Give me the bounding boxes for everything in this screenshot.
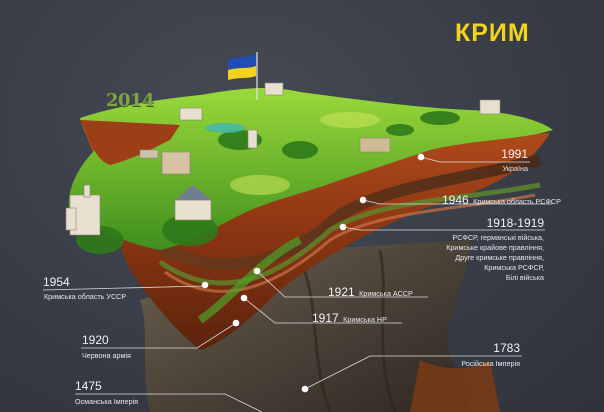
entry-year: 1917 [312, 311, 339, 325]
buildings [65, 82, 501, 236]
timeline-entry-1954: 1954 [43, 275, 70, 289]
entry-year: 1946 [442, 193, 469, 207]
timeline-entry-1946: 1946 Кримська область РСФСР [442, 191, 561, 209]
entry-label: Червона армія [82, 351, 131, 360]
entry-line: РСФСР, германські війська, [452, 233, 545, 242]
timeline-entry-1918-1919: 1918-1919 [487, 216, 544, 230]
entry-label-lines: РСФСР, германські війська, Кримське край… [446, 233, 544, 283]
timeline-entry-1991: 1991 [501, 147, 528, 161]
timeline-entry-1917: 1917 Кримська НР [312, 309, 387, 327]
entry-label: Кримська область УССР [44, 292, 127, 301]
entry-label: Кримська НР [343, 315, 387, 324]
entry-line: Білі війська [505, 273, 544, 282]
entry-label: Україна [502, 164, 528, 173]
ukraine-flag-icon [228, 52, 258, 100]
entry-line: Кримське крайове правління, [446, 243, 544, 252]
year-2014-label: 2014 [106, 90, 155, 111]
page-title: КРИМ [455, 19, 530, 47]
timeline-dot-icon [201, 153, 425, 393]
timeline-entry-1783: 1783 [493, 341, 520, 355]
timeline-lines [42, 156, 552, 412]
entry-year: 1991 [501, 147, 528, 161]
entry-line: Кримська РСФСР, [484, 263, 544, 272]
entry-year: 1475 [75, 379, 102, 393]
entry-label: Кримська область РСФСР [473, 197, 561, 206]
entry-year: 1783 [493, 341, 520, 355]
entry-year: 1954 [43, 275, 70, 289]
timeline-entry-1921: 1921 Кримська АССР [328, 283, 413, 301]
entry-line: Друге кримське правління, [455, 253, 544, 262]
entry-label: Кримська АССР [359, 289, 413, 298]
entry-label: Російська Імперія [461, 359, 520, 368]
timeline-entry-1920: 1920 [82, 333, 109, 347]
entry-year: 1920 [82, 333, 109, 347]
entry-year: 1921 [328, 285, 355, 299]
entry-year: 1918-1919 [486, 216, 544, 230]
timeline-entry-1475: 1475 [75, 379, 102, 393]
entry-label: Османська Імперія [75, 397, 139, 406]
